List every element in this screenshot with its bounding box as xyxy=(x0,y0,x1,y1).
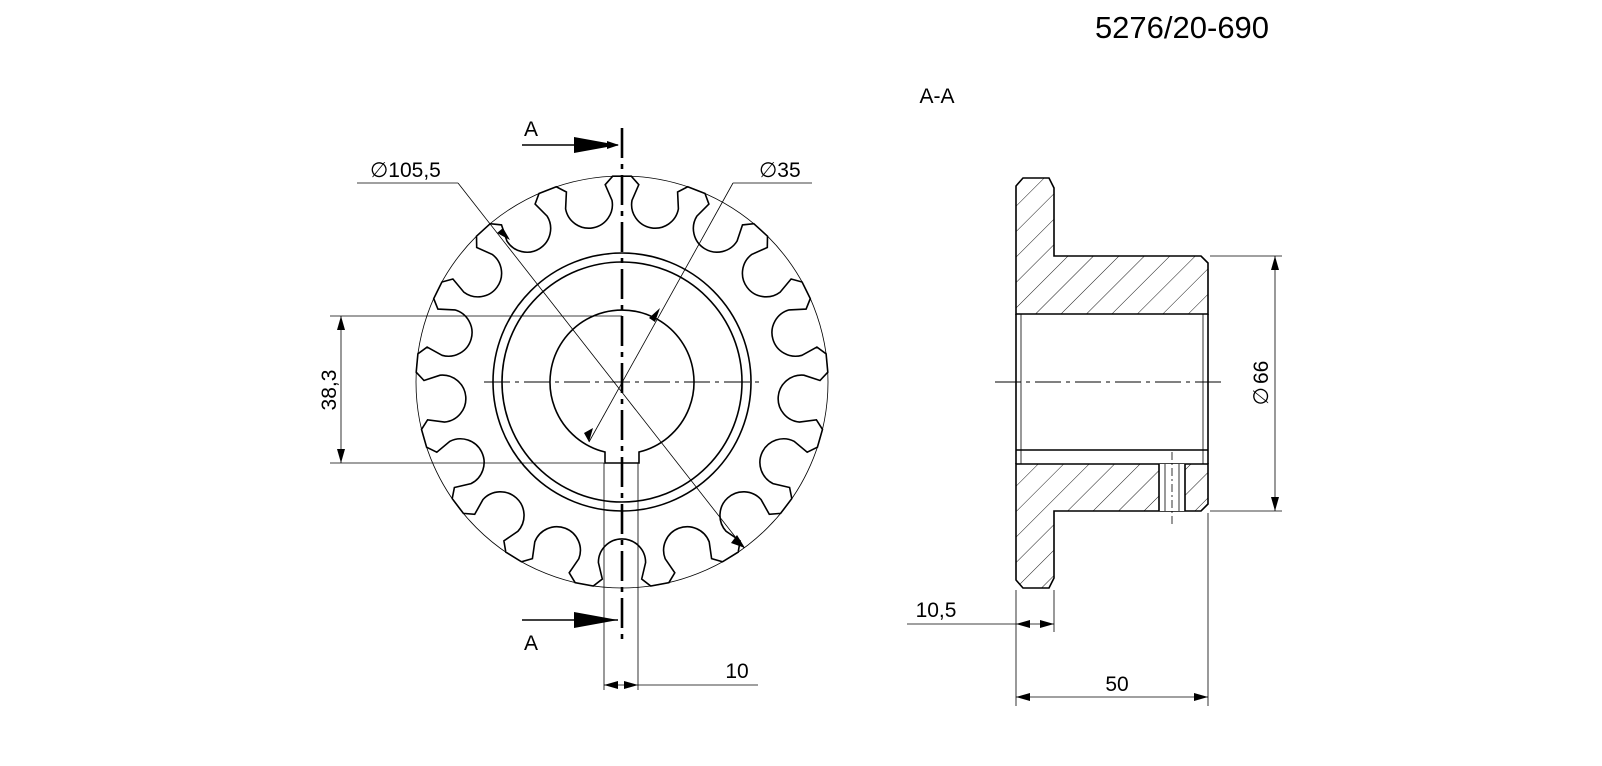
overall-length-arrow-left xyxy=(1016,693,1030,701)
tip-diameter-arrow-a xyxy=(497,228,510,240)
keyway-depth-label: 38,3 xyxy=(318,370,341,411)
tip-diameter-label: ∅105,5 xyxy=(370,159,441,182)
hub-diameter-value: 66 xyxy=(1250,361,1273,384)
section-view-a-a: A-A ∅ 66 10,5 xyxy=(907,85,1282,706)
flange-width-arrow-left xyxy=(1016,620,1030,628)
tip-diameter-arrow-b xyxy=(731,535,745,548)
hub-diameter-arrow-bottom xyxy=(1271,497,1279,511)
overall-length-arrow-right xyxy=(1194,693,1208,701)
cut-arrowhead-bottom xyxy=(574,612,618,628)
keyway-depth-arrow-bottom xyxy=(337,449,345,463)
hub-diameter-arrow-top xyxy=(1271,256,1279,270)
cut-arrowhead-top xyxy=(574,137,618,153)
flange-width-label: 10,5 xyxy=(916,599,957,622)
bore-diameter-leader xyxy=(588,182,734,443)
section-upper-half xyxy=(1015,177,1209,315)
keyway-width-label: 10 xyxy=(725,660,748,683)
sprocket-teeth-profile xyxy=(415,175,829,587)
section-label: A-A xyxy=(919,85,954,108)
keyway-width-arrow-left xyxy=(604,681,618,689)
bore-with-keyway xyxy=(549,309,695,464)
bore-diameter-arrow-a xyxy=(649,308,660,322)
overall-length-label: 50 xyxy=(1105,673,1128,696)
keyway-width-arrow-right xyxy=(624,681,638,689)
tip-diameter-leader xyxy=(457,182,745,549)
bore-diameter-label: ∅35 xyxy=(759,159,801,182)
bore-diameter-arrow-b xyxy=(584,428,593,442)
cut-label-top: A xyxy=(524,118,538,141)
keyway-depth-arrow-top xyxy=(337,316,345,330)
cut-label-bottom: A xyxy=(524,632,538,655)
hub-diameter-label: ∅ 66 xyxy=(1250,361,1273,406)
flange-width-arrow-right xyxy=(1040,620,1054,628)
hub-diameter-symbol: ∅ xyxy=(1250,387,1273,405)
drawing-number: 5276/20-690 xyxy=(1095,10,1269,45)
sprocket-front-view: A A ∅105,5 ∅35 38,3 10 xyxy=(318,118,829,690)
